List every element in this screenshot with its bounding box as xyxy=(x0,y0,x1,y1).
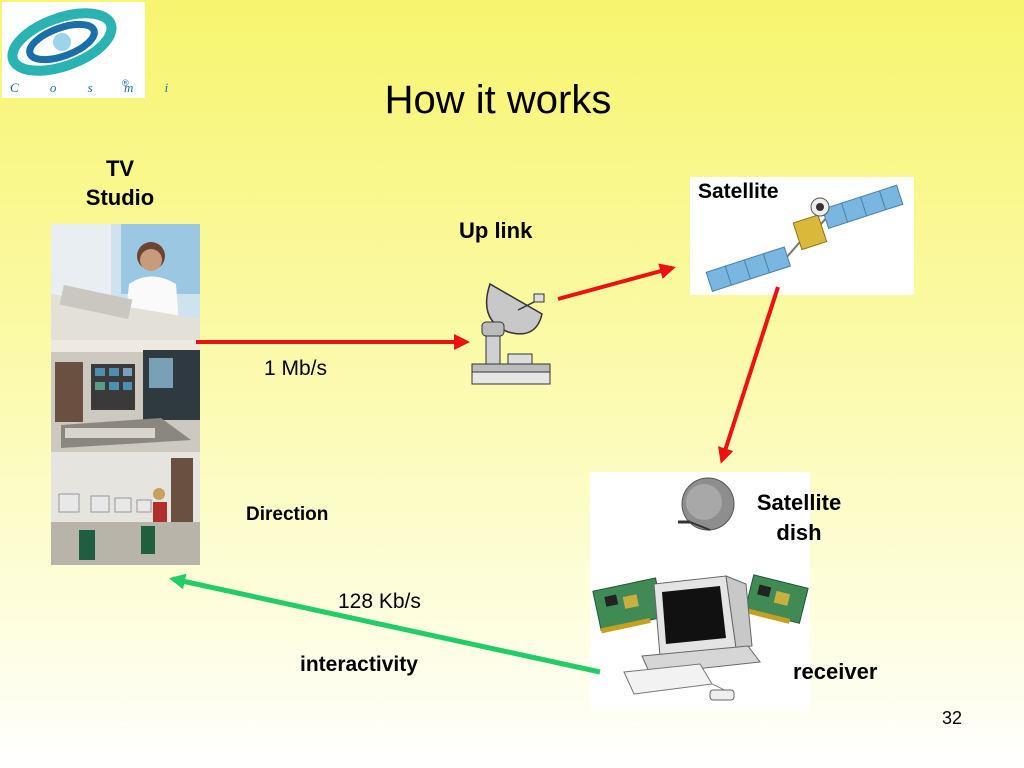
up-link-label: Up link xyxy=(459,218,533,243)
satellite-dish-line1: Satellite xyxy=(756,490,842,515)
pci-card-right-icon xyxy=(744,574,809,624)
interactivity-label: interactivity xyxy=(300,653,418,676)
satellite-icon xyxy=(705,184,904,292)
direction-label: Direction xyxy=(246,504,329,525)
satellite-image xyxy=(690,177,914,295)
logo-text: C o s m i xyxy=(10,80,183,95)
studio-photo-presenter xyxy=(51,224,200,340)
studio-photo-direction-room xyxy=(51,452,200,565)
uplink-dish-icon xyxy=(468,280,554,388)
tv-studio-label: TV Studio xyxy=(70,154,170,212)
arrow-receiver-to-studio xyxy=(169,573,601,675)
satellite-dish-icon xyxy=(678,477,735,531)
arrow-satellite-to-dish xyxy=(718,286,780,464)
speed-up-label: 1 Mb/s xyxy=(264,357,328,380)
receiver-label: receiver xyxy=(793,659,878,684)
tv-studio-line2: Studio xyxy=(85,185,155,210)
slide-title: How it works xyxy=(0,78,1024,123)
arrow-uplink-to-satellite xyxy=(557,263,676,301)
receiver-image xyxy=(590,472,810,710)
cosmi-logo-swoosh-icon xyxy=(7,8,117,76)
pci-card-left-icon xyxy=(592,577,665,634)
cosmi-logo: ® xyxy=(2,2,145,98)
page-number: 32 xyxy=(941,708,962,728)
computer-icon xyxy=(623,575,761,701)
studio-photo-control-room xyxy=(51,340,200,452)
satellite-dish-line2: dish xyxy=(776,520,822,545)
slide-title-text: How it works xyxy=(384,78,612,122)
speed-return-label: 128 Kb/s xyxy=(338,590,421,613)
registered-mark: ® xyxy=(122,78,129,88)
satellite-dish-label: Satellite dish xyxy=(740,488,858,548)
satellite-label: Satellite xyxy=(698,180,779,203)
tv-studio-line1: TV xyxy=(105,156,135,181)
